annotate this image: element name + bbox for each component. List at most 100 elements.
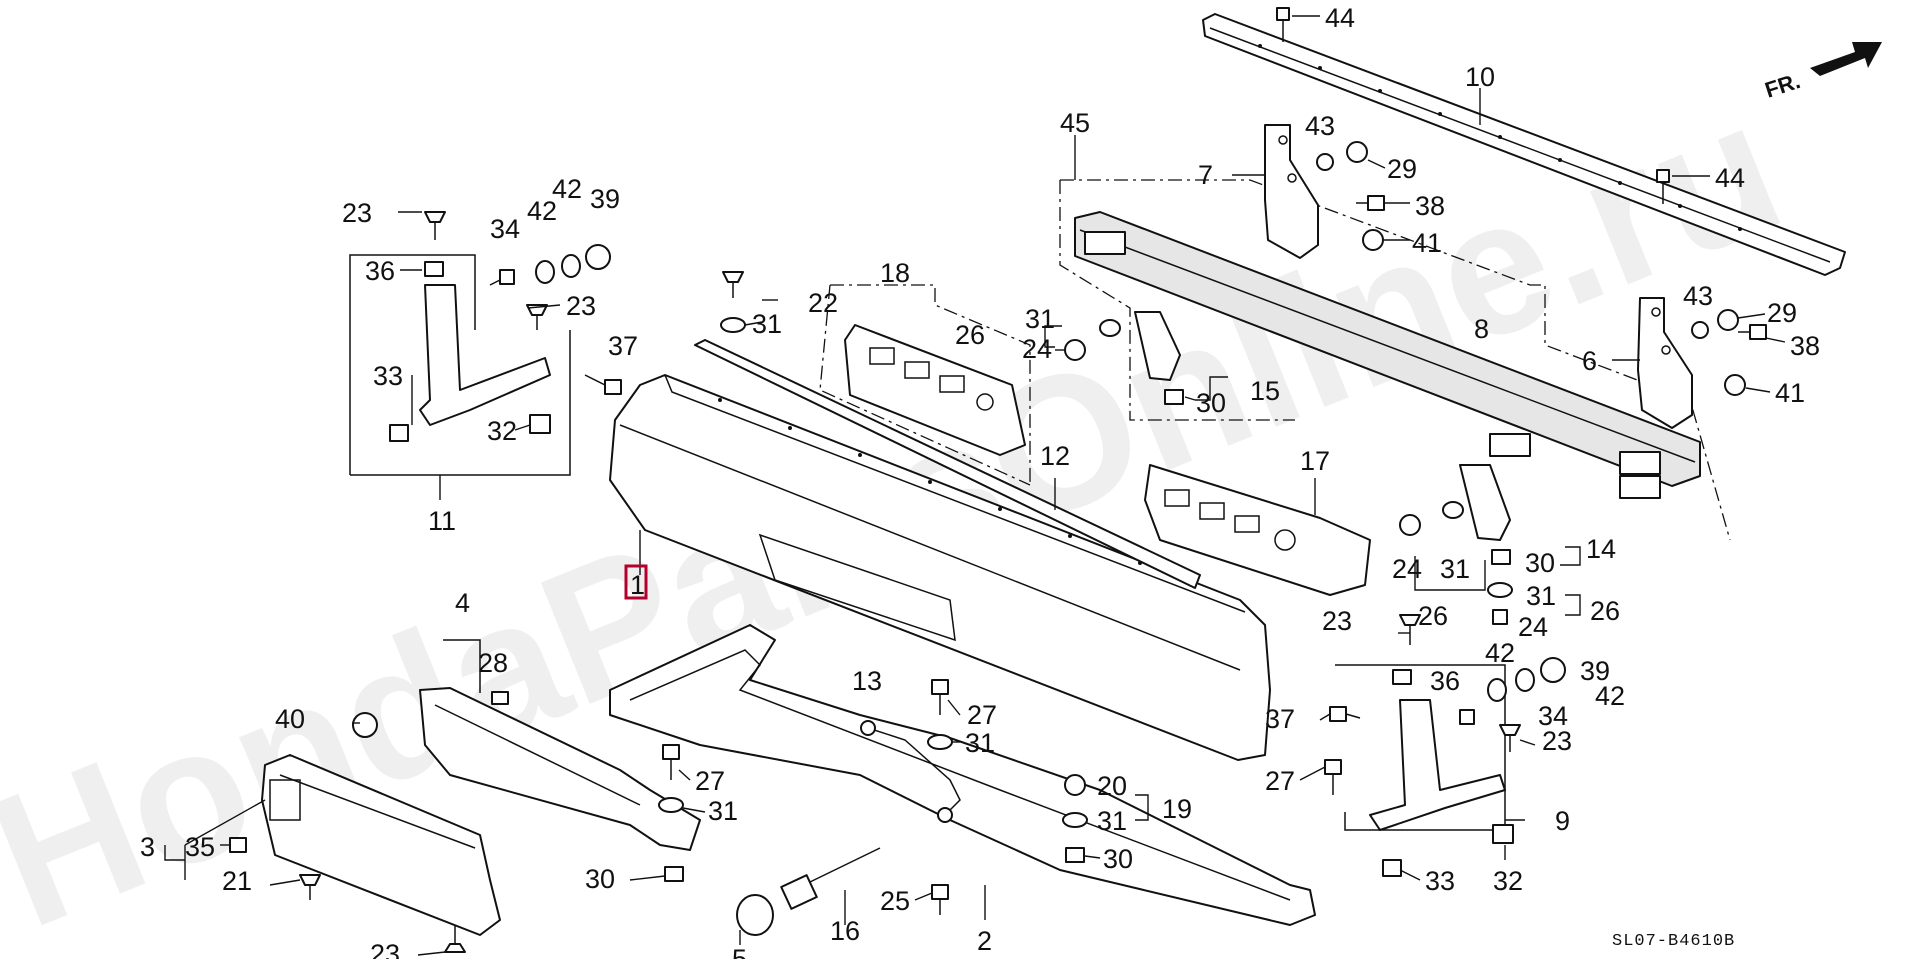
part-6-bracket[interactable]: [1612, 297, 1693, 429]
callout-34b[interactable]: 34: [1538, 701, 1568, 731]
screw-23-left-top[interactable]: [424, 211, 446, 240]
callout-19[interactable]: 19: [1162, 794, 1192, 824]
callout-31f[interactable]: 31: [965, 728, 995, 758]
callout-31a[interactable]: 31: [752, 309, 782, 339]
nut-32-left[interactable]: [529, 414, 551, 434]
callout-21[interactable]: 21: [222, 866, 252, 896]
bolt-38-upper[interactable]: [1356, 195, 1410, 211]
nut-36-left[interactable]: [424, 261, 444, 277]
washer-42-left-b[interactable]: [561, 254, 581, 278]
callout-37b[interactable]: 37: [1265, 704, 1295, 734]
callout-3[interactable]: 3: [140, 832, 155, 862]
callout-34a[interactable]: 34: [490, 214, 520, 244]
part-11-side-bracket[interactable]: [349, 254, 571, 500]
callout-5[interactable]: 5: [732, 944, 747, 964]
clip-33-left[interactable]: [389, 424, 409, 442]
washer-31-right[interactable]: [1062, 812, 1088, 828]
callout-31e[interactable]: 31: [708, 796, 738, 826]
clip-33-right[interactable]: [1382, 859, 1402, 877]
screw-21[interactable]: [299, 874, 321, 900]
bolt-37-right[interactable]: [1329, 706, 1361, 722]
part-7-bracket[interactable]: [1232, 124, 1319, 259]
callout-22[interactable]: 22: [808, 288, 838, 318]
callout-24b[interactable]: 24: [1392, 554, 1422, 584]
washer-31-lower[interactable]: [1442, 501, 1464, 519]
bolt-34-right[interactable]: [1459, 709, 1475, 725]
nut-41-lower[interactable]: [1724, 374, 1771, 396]
callout-35[interactable]: 35: [185, 832, 215, 862]
callout-1[interactable]: 1: [630, 570, 645, 600]
callout-43a[interactable]: 43: [1305, 111, 1335, 141]
callout-10[interactable]: 10: [1465, 62, 1495, 92]
part-4-bracket[interactable]: [419, 639, 701, 851]
part-16-rod[interactable]: [780, 847, 881, 925]
callout-27c[interactable]: 27: [1265, 766, 1295, 796]
callout-2[interactable]: 2: [977, 926, 992, 956]
washer-31-top[interactable]: [720, 317, 746, 333]
clip-28[interactable]: [491, 691, 509, 705]
callout-14[interactable]: 14: [1586, 534, 1616, 564]
callout-38b[interactable]: 38: [1790, 331, 1820, 361]
callout-40[interactable]: 40: [275, 704, 305, 734]
bolt-27-center[interactable]: [931, 679, 949, 715]
callout-31g[interactable]: 31: [1097, 806, 1127, 836]
callout-24c[interactable]: 24: [1518, 612, 1548, 642]
callout-45[interactable]: 45: [1060, 108, 1090, 138]
part-8-bumper-reinforcement[interactable]: [1074, 211, 1701, 499]
bolt-24-rr[interactable]: [1492, 609, 1508, 625]
nut-24-lower[interactable]: [1399, 514, 1421, 536]
callout-32a[interactable]: 32: [487, 416, 517, 446]
callout-24a[interactable]: 24: [1022, 334, 1052, 364]
screw-23-bottom[interactable]: [444, 925, 466, 953]
clip-30-right[interactable]: [1065, 847, 1085, 863]
callout-41b[interactable]: 41: [1775, 378, 1805, 408]
callout-12[interactable]: 12: [1040, 441, 1070, 471]
callout-27b[interactable]: 27: [967, 700, 997, 730]
screw-22[interactable]: [722, 271, 744, 298]
nut-32-right[interactable]: [1492, 824, 1514, 844]
bolt-38-lower[interactable]: [1738, 324, 1786, 343]
callout-27a[interactable]: 27: [695, 766, 725, 796]
part-13-stay[interactable]: [860, 720, 961, 823]
callout-29b[interactable]: 29: [1767, 298, 1797, 328]
clip-30-bottom[interactable]: [664, 866, 684, 882]
callout-6[interactable]: 6: [1582, 346, 1597, 376]
part-10-upper-beam[interactable]: [1202, 13, 1846, 276]
washer-42-left-a[interactable]: [535, 260, 555, 284]
bolt-27-right[interactable]: [1324, 759, 1342, 795]
callout-30a[interactable]: 30: [1196, 388, 1226, 418]
washer-31-rr[interactable]: [1487, 582, 1513, 598]
bolt-37-left[interactable]: [584, 374, 622, 395]
callout-26c[interactable]: 26: [1590, 596, 1620, 626]
nut-39-left[interactable]: [585, 244, 611, 270]
callout-23e[interactable]: 23: [370, 939, 400, 964]
bolt-25[interactable]: [931, 884, 949, 915]
callout-9[interactable]: 9: [1555, 806, 1570, 836]
callout-26a[interactable]: 26: [955, 320, 985, 350]
nut-36-right[interactable]: [1392, 669, 1412, 685]
callout-20[interactable]: 20: [1097, 771, 1127, 801]
callout-39b[interactable]: 39: [1580, 656, 1610, 686]
callout-15[interactable]: 15: [1250, 376, 1280, 406]
bracket-14[interactable]: [1459, 464, 1511, 541]
callout-26b[interactable]: 26: [1418, 601, 1448, 631]
callout-32b[interactable]: 32: [1493, 866, 1523, 896]
washer-31-mid[interactable]: [1099, 319, 1121, 337]
clip-30-lower[interactable]: [1491, 549, 1511, 565]
callout-4[interactable]: 4: [455, 588, 470, 618]
nut-20[interactable]: [1064, 774, 1086, 796]
callout-23c[interactable]: 23: [1322, 606, 1352, 636]
callout-36b[interactable]: 36: [1430, 666, 1460, 696]
bolt-44-top[interactable]: [1276, 7, 1320, 42]
callout-30b[interactable]: 30: [1525, 548, 1555, 578]
part-2-lower-spoiler[interactable]: [609, 624, 1316, 926]
callout-30c[interactable]: 30: [1103, 844, 1133, 874]
callout-23a[interactable]: 23: [342, 198, 372, 228]
callout-25[interactable]: 25: [880, 886, 910, 916]
bolt-27-left[interactable]: [662, 744, 680, 780]
callout-33a[interactable]: 33: [373, 361, 403, 391]
callout-31c[interactable]: 31: [1440, 554, 1470, 584]
callout-11[interactable]: 11: [428, 506, 456, 536]
callout-44a[interactable]: 44: [1325, 3, 1355, 33]
part-17-energy-absorber[interactable]: [1144, 464, 1371, 596]
